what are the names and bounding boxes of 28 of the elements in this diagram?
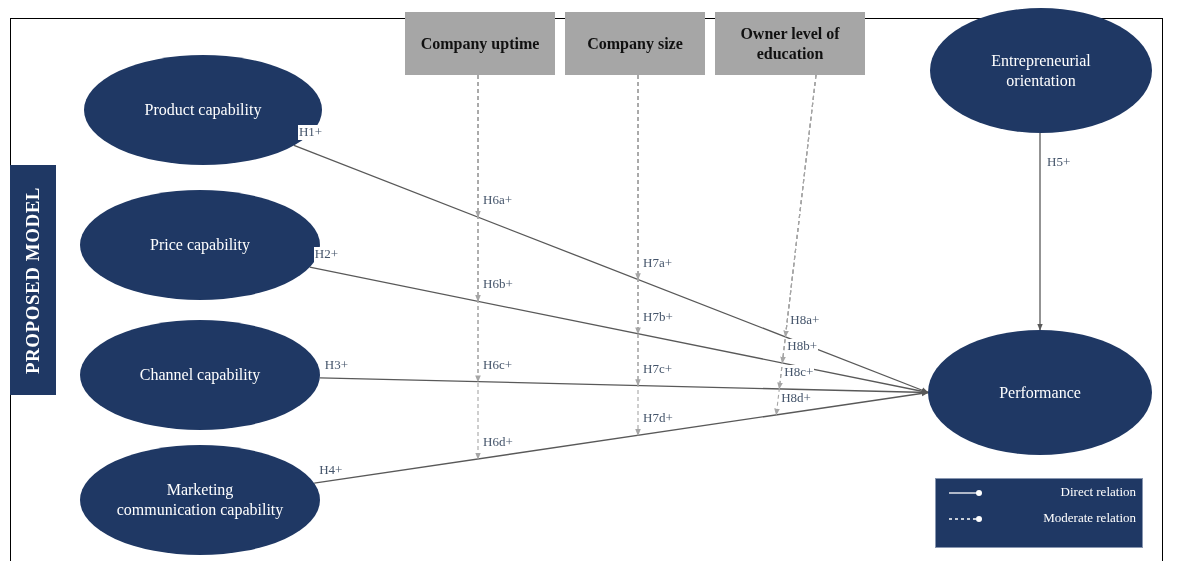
node-label: Owner level of education xyxy=(739,23,841,64)
node-label: Product capability xyxy=(143,100,263,120)
moderator-box xyxy=(565,12,705,75)
edge-label: H8b+ xyxy=(786,338,819,354)
legend-label: Moderate relation xyxy=(1043,510,1136,526)
edge-label: H2+ xyxy=(313,247,339,262)
node-label: Company uptime xyxy=(419,33,541,54)
title-band xyxy=(10,165,56,395)
edge-label: H1+ xyxy=(297,125,324,140)
node-label: Price capability xyxy=(149,235,251,255)
node-label: PROPOSED MODEL xyxy=(21,186,45,374)
ellipse-node xyxy=(80,445,320,555)
arrow xyxy=(293,144,929,394)
ellipse-node xyxy=(928,330,1152,455)
node-label: Entrepreneurial orientation xyxy=(990,50,1092,91)
moderator-box xyxy=(405,12,555,75)
ellipse-node xyxy=(930,8,1152,133)
node-label: Marketing communication capability xyxy=(115,480,285,520)
node-label: Performance xyxy=(998,382,1082,403)
arrow xyxy=(313,390,929,484)
ellipse-node xyxy=(80,320,320,430)
arrow xyxy=(1037,132,1043,331)
node-label: Company size xyxy=(586,33,684,54)
arrow xyxy=(319,377,929,396)
moderator-box xyxy=(715,12,865,75)
legend-label: Direct relation xyxy=(1060,484,1136,500)
ellipse-node xyxy=(84,55,322,165)
node-label: Channel capability xyxy=(138,365,262,385)
